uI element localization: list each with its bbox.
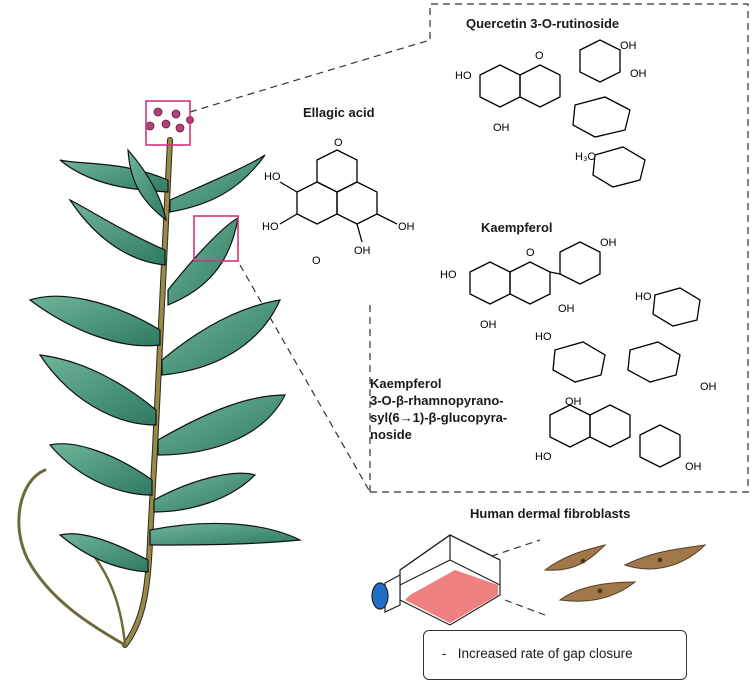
compound-label-quercetin-rutinoside: Quercetin 3-O-rutinoside [466,16,620,31]
cells-title: Human dermal fibroblasts [470,506,631,521]
leaf [149,522,303,546]
fibroblasts [543,544,707,602]
zoom-line-top [189,39,431,113]
callout-frame [189,3,749,616]
leaf [58,533,149,573]
leaf [153,472,257,513]
flask-line-top [479,539,541,561]
label-line: 3-O-β-rhamnopyrano- [370,393,504,408]
culture-flask [371,534,501,626]
plant-flowers [145,107,194,133]
plant-leaves [28,148,303,573]
atom-label: HO [535,451,552,463]
atom-label: OH [565,396,582,408]
result-box: - Increased rate of gap closure [423,630,687,680]
leaf [169,154,266,213]
ellagic-acid-structure: HO HO OH OH O O [262,137,415,267]
label-line: noside [370,427,412,442]
flower [145,121,155,131]
atom-label: OH [558,303,575,315]
compound-label-kaempferol: Kaempferol [481,220,553,235]
atom-label: O [312,255,321,267]
label-line: syl(6→1)-β-glucopyra- [370,410,508,425]
atom-label: OH [600,237,617,249]
atom-label: OH [354,245,371,257]
flower-highlight-box [145,100,191,146]
compound-label-kaempferol-glycoside: Kaempferol 3-O-β-rhamnopyrano- syl(6→1)-… [370,375,507,443]
atom-label: OH [620,40,637,52]
atom-label: HO [264,171,281,183]
leaf [48,443,153,496]
inset-border [369,3,749,493]
zoom-line-bottom [239,264,371,493]
leaf [38,354,157,426]
highlight-boxes [145,100,239,262]
atom-label: O [535,50,544,62]
kaempferol-glycoside-structure: HO HO OH HO OH OH [535,287,717,473]
flask-cap [371,582,389,610]
result-text: - Increased rate of gap closure [442,646,633,661]
fibroblast-cell [558,581,637,602]
leaf [28,295,161,347]
leaf [68,198,166,266]
leaf [127,148,167,222]
atom-label: OH [685,461,702,473]
fibroblast-cell [543,544,607,571]
flower [161,119,171,129]
atom-label: HO [635,291,652,303]
atom-label: O [526,247,535,259]
atom-label: HO [535,331,552,343]
plant-stem [17,137,173,648]
atom-label: OH [398,221,415,233]
atom-label: OH [480,319,497,331]
atom-label: O [334,137,343,149]
leaf [157,394,286,456]
atom-label: HO [262,221,279,233]
culture-medium [405,570,498,623]
bullet: - [442,646,447,661]
leaf-highlight-box [193,215,239,262]
nucleus [657,557,663,563]
quercetin-rutinoside-structure: HO OH OH OH O H₃C [455,39,647,188]
atom-label: HO [440,269,457,281]
compound-label-ellagic-acid: Ellagic acid [303,105,375,120]
atom-label: OH [700,381,717,393]
result-label: Increased rate of gap closure [457,646,633,661]
label-line: Kaempferol [370,376,442,391]
atom-label: OH [493,122,510,134]
atom-label: OH [630,68,647,80]
flask-line-bottom [504,599,546,616]
flower [171,109,181,119]
kaempferol-structure: HO OH OH OH O [440,237,617,331]
fibroblast-cell [623,544,707,570]
atom-label: HO [455,70,472,82]
leaf [161,299,282,376]
nucleus [580,558,586,564]
atom-label: H₃C [575,151,595,163]
flower [153,107,163,117]
flower [175,123,185,133]
nucleus [597,588,603,594]
